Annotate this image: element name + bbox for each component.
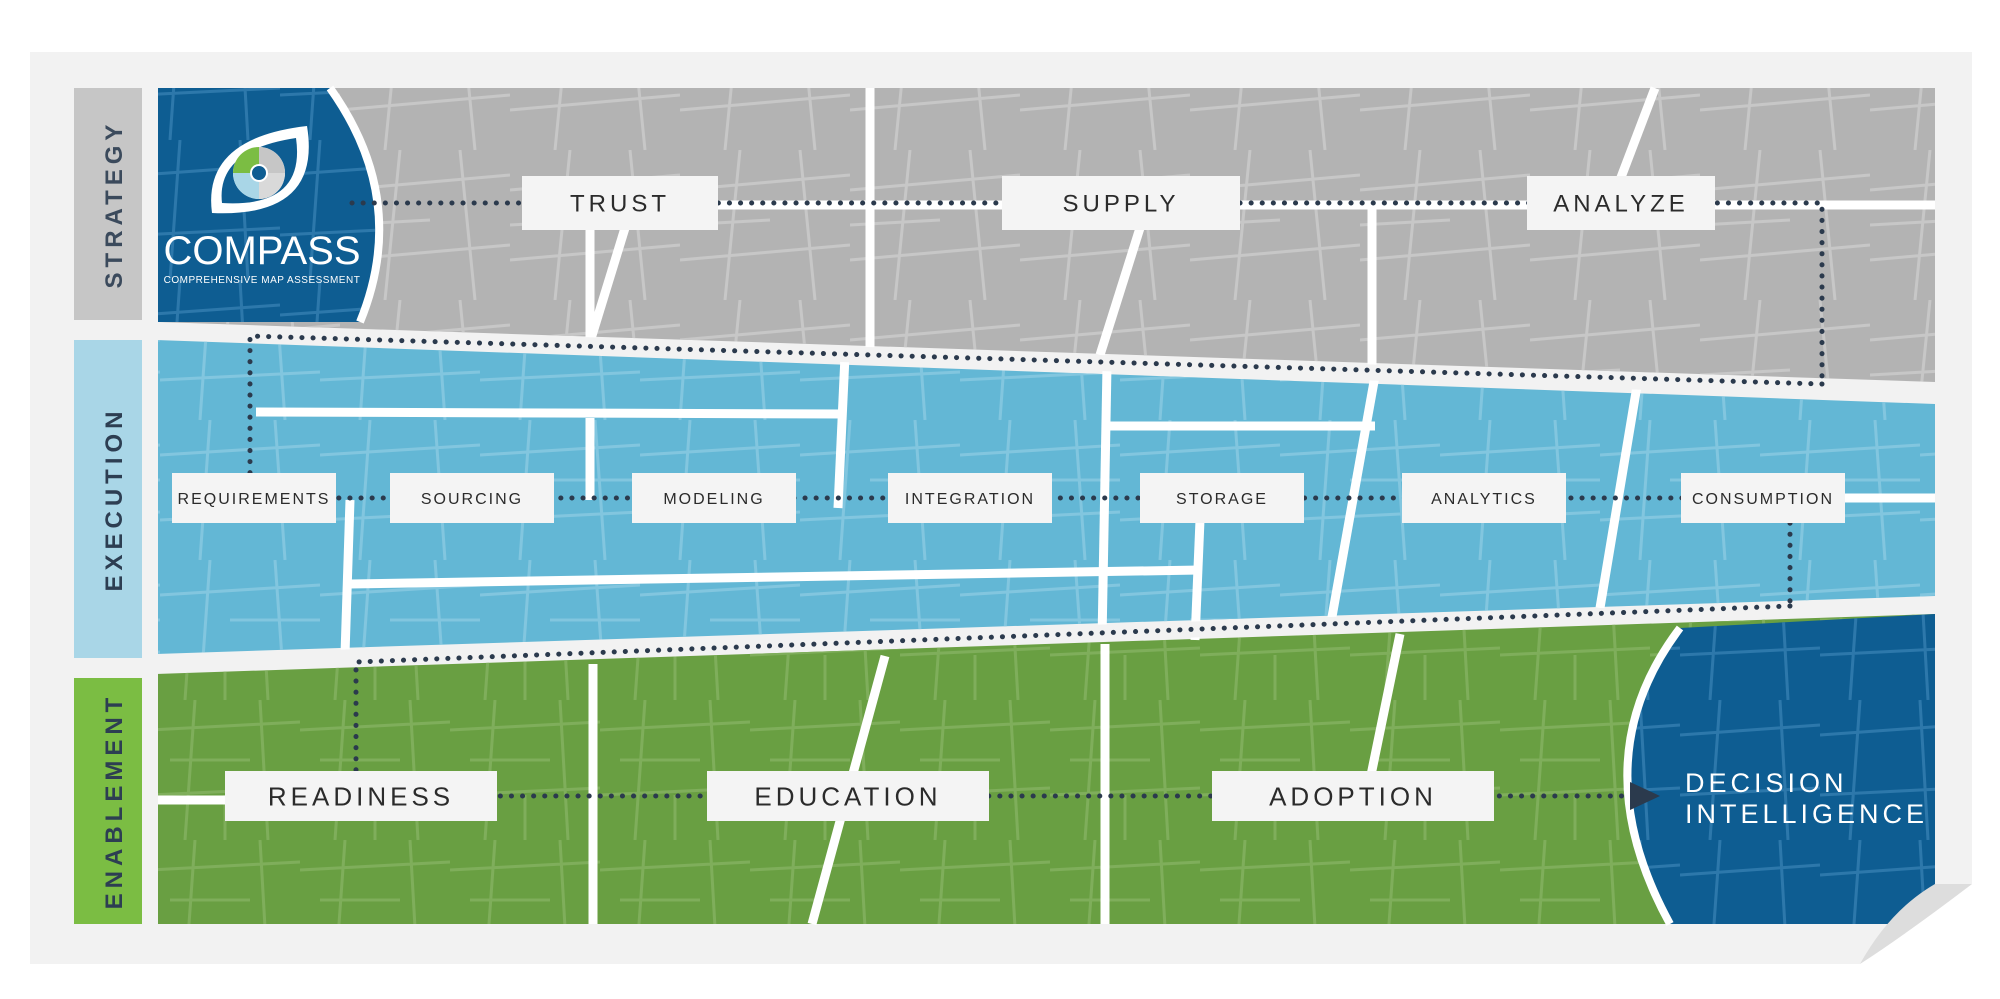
step-analyze: ANALYZE xyxy=(1527,176,1715,230)
step-box xyxy=(1212,771,1494,821)
strategy-steps: TRUST SUPPLY ANALYZE xyxy=(522,176,1715,230)
step-label: READINESS xyxy=(268,781,454,811)
step-box xyxy=(1527,176,1715,230)
step-consumption: CONSUMPTION xyxy=(1681,473,1845,523)
step-integration: INTEGRATION xyxy=(888,473,1052,523)
execution-tab-label: EXECUTION xyxy=(101,406,128,591)
step-box xyxy=(522,176,718,230)
step-label: SUPPLY xyxy=(1063,191,1180,218)
street-lines xyxy=(156,86,1935,926)
logo-tagline: COMPREHENSIVE MAP ASSESSMENT xyxy=(164,275,361,286)
step-box xyxy=(172,473,336,523)
execution-path xyxy=(247,495,1793,609)
compass-logo: COMPASS COMPREHENSIVE MAP ASSESSMENT xyxy=(158,85,384,324)
step-readiness: READINESS xyxy=(225,771,497,821)
step-box xyxy=(390,473,554,523)
step-box xyxy=(225,771,497,821)
step-label: CONSUMPTION xyxy=(1692,491,1834,508)
step-label: STORAGE xyxy=(1176,491,1268,508)
step-sourcing: SOURCING xyxy=(390,473,554,523)
enablement-tab-label: ENABLEMENT xyxy=(101,693,128,910)
step-label: MODELING xyxy=(663,491,764,508)
step-box xyxy=(1140,473,1304,523)
step-education: EDUCATION xyxy=(707,771,989,821)
step-label: ANALYZE xyxy=(1553,191,1689,218)
journey-path xyxy=(247,200,1825,799)
enablement-tab xyxy=(74,678,146,924)
step-adoption: ADOPTION xyxy=(1212,771,1494,821)
step-label: TRUST xyxy=(570,191,670,218)
step-requirements: REQUIREMENTS xyxy=(172,473,336,523)
step-label: ADOPTION xyxy=(1269,781,1437,811)
page-curl xyxy=(1860,884,1972,964)
step-box xyxy=(1402,473,1566,523)
enablement-steps: READINESS EDUCATION ADOPTION xyxy=(225,771,1494,821)
step-modeling: MODELING xyxy=(632,473,796,523)
decision-intelligence-zone: DECISION INTELLIGENCE xyxy=(1623,614,1935,926)
row-tabs: STRATEGY EXECUTION ENABLEMENT xyxy=(74,88,146,924)
step-trust: TRUST xyxy=(522,176,718,230)
step-box xyxy=(1681,473,1845,523)
step-label: ANALYTICS xyxy=(1431,491,1537,508)
step-box xyxy=(707,771,989,821)
step-box xyxy=(888,473,1052,523)
execution-steps: REQUIREMENTS SOURCING MODELING INTEGRATION S… xyxy=(172,473,1845,523)
step-label: EDUCATION xyxy=(754,781,941,811)
strategy-tab-label: STRATEGY xyxy=(101,120,128,289)
step-label: INTEGRATION xyxy=(905,491,1035,508)
execution-tab xyxy=(74,340,146,658)
compass-icon xyxy=(211,126,309,214)
destination-arrow-icon xyxy=(1630,782,1660,810)
destination-line2: INTELLIGENCE xyxy=(1685,799,1928,829)
destination-line1: DECISION xyxy=(1685,768,1848,798)
step-label: REQUIREMENTS xyxy=(178,491,331,508)
strategy-to-execution-path xyxy=(247,333,1825,501)
enablement-band xyxy=(156,614,1935,924)
logo-name: COMPASS xyxy=(163,229,360,273)
step-label: SOURCING xyxy=(421,491,523,508)
step-supply: SUPPLY xyxy=(1002,176,1240,230)
step-storage: STORAGE xyxy=(1140,473,1304,523)
step-box xyxy=(1002,176,1240,230)
step-analytics: ANALYTICS xyxy=(1402,473,1566,523)
strategy-tab xyxy=(74,88,146,320)
strategy-path xyxy=(349,200,1825,387)
step-box xyxy=(632,473,796,523)
execution-to-enablement-path xyxy=(353,603,1793,799)
